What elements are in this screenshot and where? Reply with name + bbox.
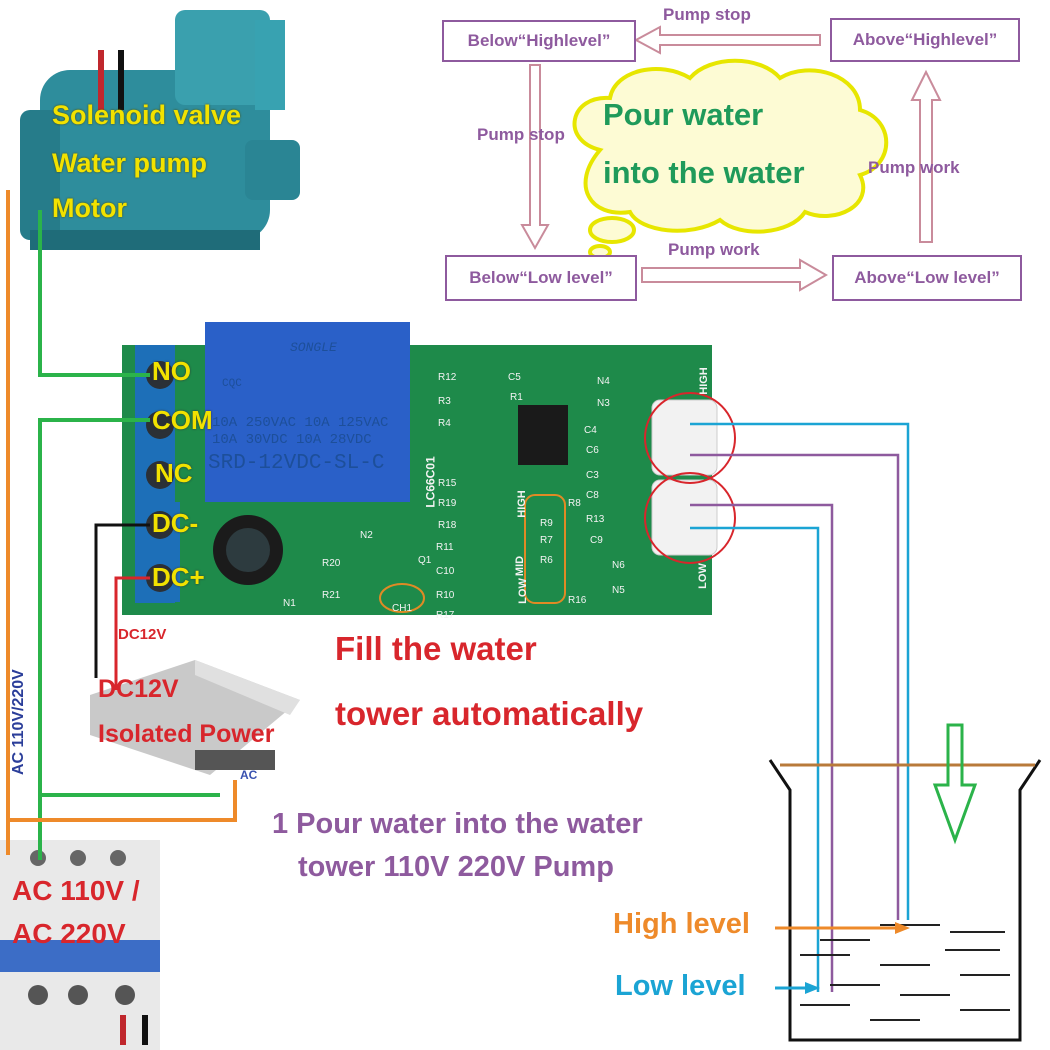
terminal-dc-plus: DC+ [152, 562, 205, 592]
fill-title-line2: tower automatically [335, 695, 644, 732]
pcb-label: C6 [586, 445, 599, 456]
breaker-label-1: AC 110V / [12, 875, 140, 906]
pcb-label: N1 [283, 598, 296, 609]
pcb-label: C5 [508, 372, 521, 383]
pump-label-water-pump: Water pump [52, 148, 207, 178]
pcb-label: N2 [360, 530, 373, 541]
pcb-label: LOW [696, 563, 709, 589]
pcb-board-id: LC66C01 [423, 456, 438, 508]
relay-rating-1: 10A 250VAC 10A 125VAC [212, 415, 389, 431]
relay-rating-2: 10A 30VDC 10A 28VDC [212, 432, 372, 448]
pcb-label: R15 [438, 478, 457, 489]
pcb-label: R18 [438, 520, 457, 531]
pcb-label: N4 [597, 376, 610, 387]
pump-stop-left-label: Pump stop [477, 125, 565, 144]
pcb-label: C3 [586, 470, 599, 481]
pcb-label: R11 [436, 542, 454, 553]
pcb-label: MID [514, 555, 527, 577]
pump-label-solenoid: Solenoid valve [52, 100, 242, 130]
pcb-label: R3 [438, 396, 451, 407]
relay-model: SRD-12VDC-SL-C [208, 452, 385, 475]
pcb-label: C10 [436, 566, 455, 577]
high-level-label: High level [613, 908, 750, 940]
caption-line1: 1 Pour water into the water [272, 808, 643, 840]
pump-work-right-label: Pump work [868, 158, 960, 177]
pcb-label: N5 [612, 585, 625, 596]
cloud-line2: into the water [603, 155, 805, 190]
relay-cert: CQC [222, 378, 242, 390]
caption-line2: tower 110V 220V Pump [298, 851, 614, 883]
relay-brand: SONGLE [290, 340, 337, 355]
terminal-dc-minus: DC- [152, 508, 199, 538]
psu-ac-tag: AC [240, 768, 258, 782]
above-low-box: Above“Low level” [832, 255, 1022, 301]
pcb-label: Q1 [418, 555, 432, 566]
pcb-label: LOW [516, 578, 529, 604]
psu-small-label: DC12V [118, 626, 167, 643]
pcb-label: R17 [436, 610, 455, 621]
pump-work-bottom-label: Pump work [668, 240, 760, 259]
psu-label-line1: DC12V [98, 675, 179, 703]
ac-voltage-side-label: AC 110V/220V [10, 669, 27, 775]
pcb-label: HIGH [697, 367, 710, 395]
low-level-label: Low level [615, 970, 746, 1002]
pcb-label: R19 [438, 498, 457, 509]
terminal-com: COM [152, 405, 213, 435]
pcb-label: C8 [586, 490, 599, 501]
fill-title-line1: Fill the water [335, 630, 537, 667]
psu-label-line2: Isolated Power [98, 720, 275, 748]
thought-cloud [572, 58, 889, 260]
pump-label-motor: Motor [52, 193, 127, 223]
pcb-label: R1 [510, 392, 523, 403]
pcb-label: N3 [597, 398, 610, 409]
pcb-label: R12 [438, 372, 457, 383]
flow-arrows [520, 25, 942, 292]
pcb-label: R21 [322, 590, 341, 601]
pcb-label: R16 [568, 595, 587, 606]
pcb-label: R6 [540, 555, 553, 566]
terminal-no: NO [152, 356, 191, 386]
pcb-label: CH1 [392, 603, 413, 614]
pcb-label: R8 [568, 498, 581, 509]
pcb-label: N6 [612, 560, 625, 571]
cloud-line1: Pour water [603, 97, 764, 132]
circuit-breaker-image [0, 840, 160, 1050]
pcb-label: R13 [586, 514, 605, 525]
pcb-label: R10 [436, 590, 455, 601]
water-pump-image [20, 10, 300, 250]
pcb-label: C4 [584, 425, 597, 436]
below-low-box: Below“Low level” [445, 255, 637, 301]
breaker-label-2: AC 220V [12, 918, 126, 949]
relay-module-pcb [122, 322, 736, 615]
pcb-label: R4 [438, 418, 451, 429]
pcb-label: R9 [540, 518, 553, 529]
fill-arrow-icon [932, 723, 978, 845]
water-tank [768, 759, 1042, 1042]
pcb-label: R20 [322, 558, 341, 569]
terminal-nc: NC [155, 458, 193, 488]
below-high-box: Below“Highlevel” [442, 20, 636, 62]
pcb-label: C9 [590, 535, 603, 546]
pcb-label: R7 [540, 535, 553, 546]
water-lines [800, 924, 1010, 1021]
pump-stop-top-label: Pump stop [663, 5, 751, 24]
above-high-box: Above“Highlevel” [830, 18, 1020, 62]
pcb-label: HIGH [515, 490, 528, 518]
power-supply-image [90, 660, 300, 775]
